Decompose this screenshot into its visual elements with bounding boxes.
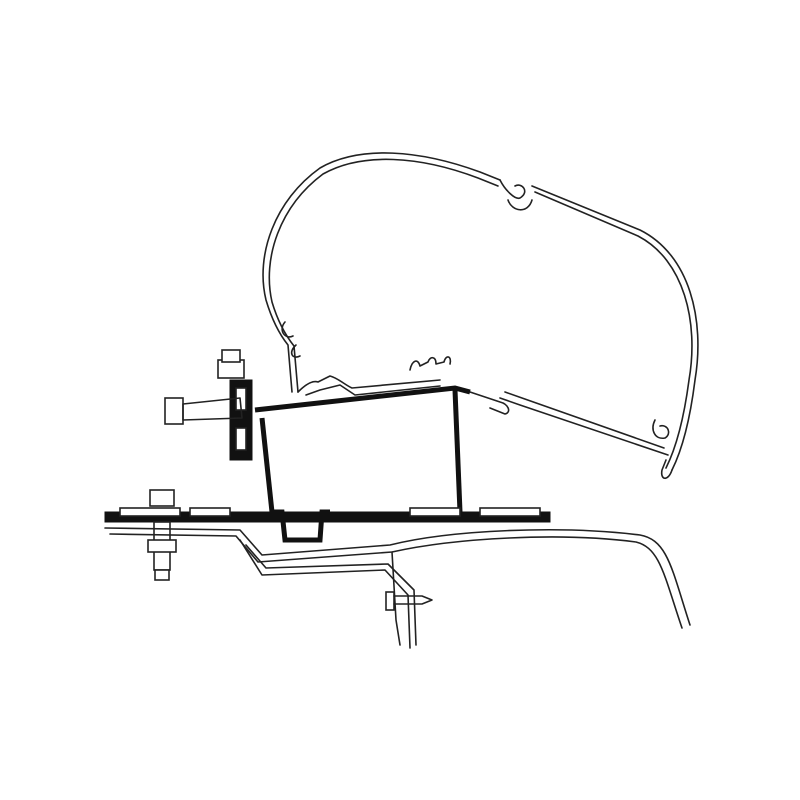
vehicle-roof — [104, 527, 691, 649]
horizontal-bolt — [164, 349, 245, 425]
awning-profile — [262, 152, 699, 480]
base-plate — [104, 507, 551, 523]
adapter-bracket — [229, 379, 471, 543]
screw — [385, 591, 433, 611]
